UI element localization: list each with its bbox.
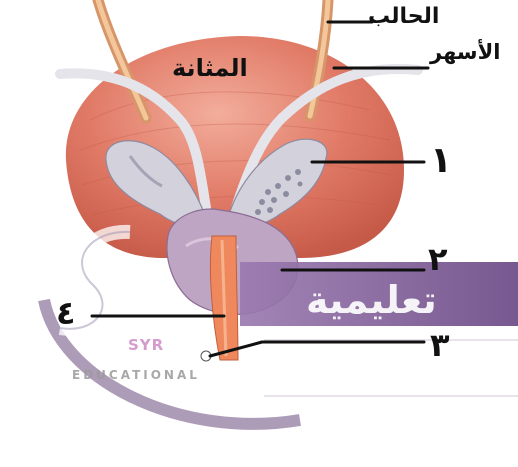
label-vas-deferens: الأسهر xyxy=(430,40,500,64)
label-number-1: ١ xyxy=(430,140,452,181)
watermark-rule xyxy=(264,340,518,396)
label-bladder: المثانة xyxy=(172,54,248,82)
watermark-brand: SYR xyxy=(128,336,164,354)
watermark-subtitle: EDUCATIONAL xyxy=(72,368,200,382)
label-ureter: الحالب xyxy=(368,4,439,29)
watermark-text: تعليمية xyxy=(306,278,437,322)
label-number-4: ٤ xyxy=(56,294,76,332)
label-number-2: ٢ xyxy=(428,240,448,278)
label-number-3: ٣ xyxy=(430,326,450,364)
